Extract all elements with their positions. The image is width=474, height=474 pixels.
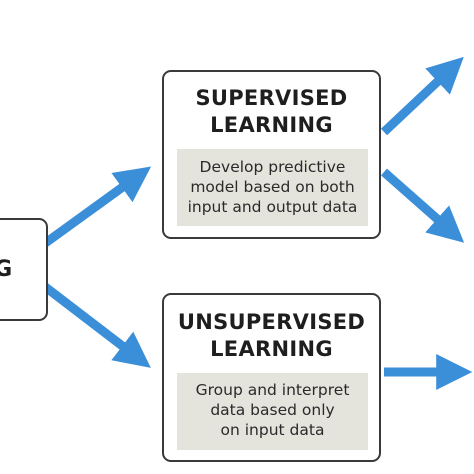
arrow-root-to-supervised (41, 166, 152, 248)
unsupervised-learning-box: UNSUPERVISED LEARNING Group and interpre… (162, 293, 381, 462)
root-node-label: NG (0, 257, 13, 282)
root-node-box: NG (0, 218, 48, 321)
arrow-root-to-unsupervised (41, 282, 151, 368)
supervised-learning-box: SUPERVISED LEARNING Develop predictive m… (162, 70, 381, 239)
arrow-supervised-upper-right (380, 56, 464, 136)
supervised-learning-title: SUPERVISED LEARNING (195, 86, 348, 137)
supervised-learning-description: Develop predictive model based on both i… (177, 149, 368, 226)
arrow-supervised-lower-right (381, 168, 465, 243)
unsupervised-learning-title: UNSUPERVISED LEARNING (177, 310, 366, 361)
unsupervised-learning-description: Group and interpret data based only on i… (177, 373, 368, 450)
